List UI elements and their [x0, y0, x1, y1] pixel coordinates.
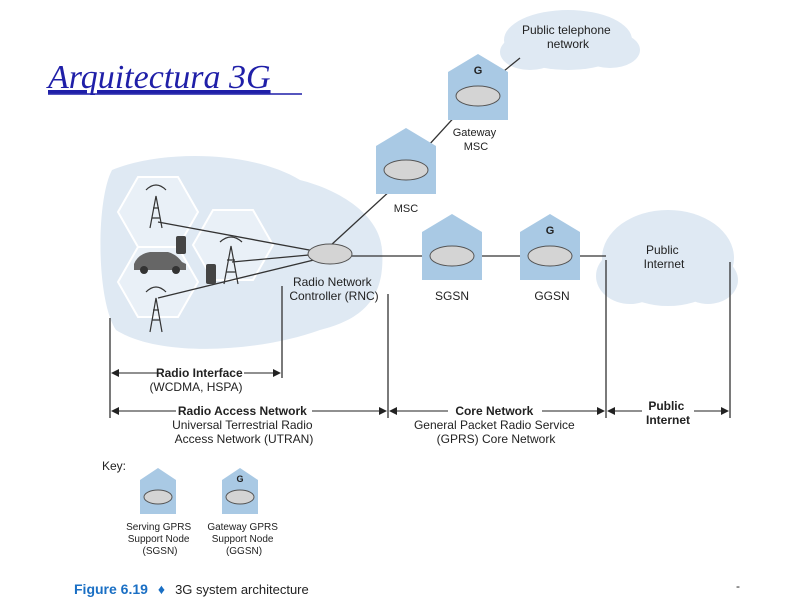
msc-label: MSC: [394, 203, 419, 215]
public-telephone-label: Public telephone network: [522, 23, 614, 51]
figure-caption: Figure 6.19 ♦ 3G system architecture: [74, 581, 309, 598]
rnc-label: Radio Network Controller (RNC): [289, 275, 378, 303]
phone-icon: [206, 264, 216, 284]
radio-access-network-label: Radio Access Network Universal Terrestri…: [172, 404, 316, 446]
car-icon: [134, 252, 186, 274]
public-internet-label: Public Internet: [644, 243, 685, 271]
page-title: Arquitectura 3G: [46, 59, 271, 96]
gateway-msc-label: Gateway MSC: [453, 127, 499, 153]
sgsn-building: [422, 214, 482, 280]
svg-text:G: G: [546, 225, 555, 237]
radio-interface-label: Radio Interface (WCDMA, HSPA): [149, 366, 246, 394]
public-internet-span-label: Public Internet: [646, 399, 690, 427]
cell-tower-icon: [145, 184, 243, 333]
svg-text:G: G: [236, 474, 243, 484]
key-ggsn-icon: G: [222, 468, 258, 514]
core-network-label: Core Network General Packet Radio Servic…: [414, 404, 578, 446]
ggsn-building: G: [520, 214, 580, 280]
public-telephone-cloud: [500, 10, 640, 70]
key-label: Key:: [102, 459, 126, 473]
span-arrows: [111, 369, 729, 415]
cell-hexagons: [116, 176, 275, 318]
msc-building: [376, 128, 436, 194]
page-mark: -: [736, 579, 740, 593]
ggsn-label: GGSN: [534, 289, 569, 303]
key-sgsn-label: Serving GPRS Support Node (SGSN): [126, 522, 194, 557]
key-ggsn-label: Gateway GPRS Support Node (GGSN): [207, 522, 280, 557]
sgsn-label: SGSN: [435, 289, 469, 303]
public-internet-cloud: [596, 210, 738, 306]
key-sgsn-icon: [140, 468, 176, 514]
gateway-msc-building: G: [448, 54, 508, 120]
rnc-router-icon: [307, 243, 353, 265]
svg-text:G: G: [474, 65, 483, 77]
phone-icon: [176, 236, 186, 254]
